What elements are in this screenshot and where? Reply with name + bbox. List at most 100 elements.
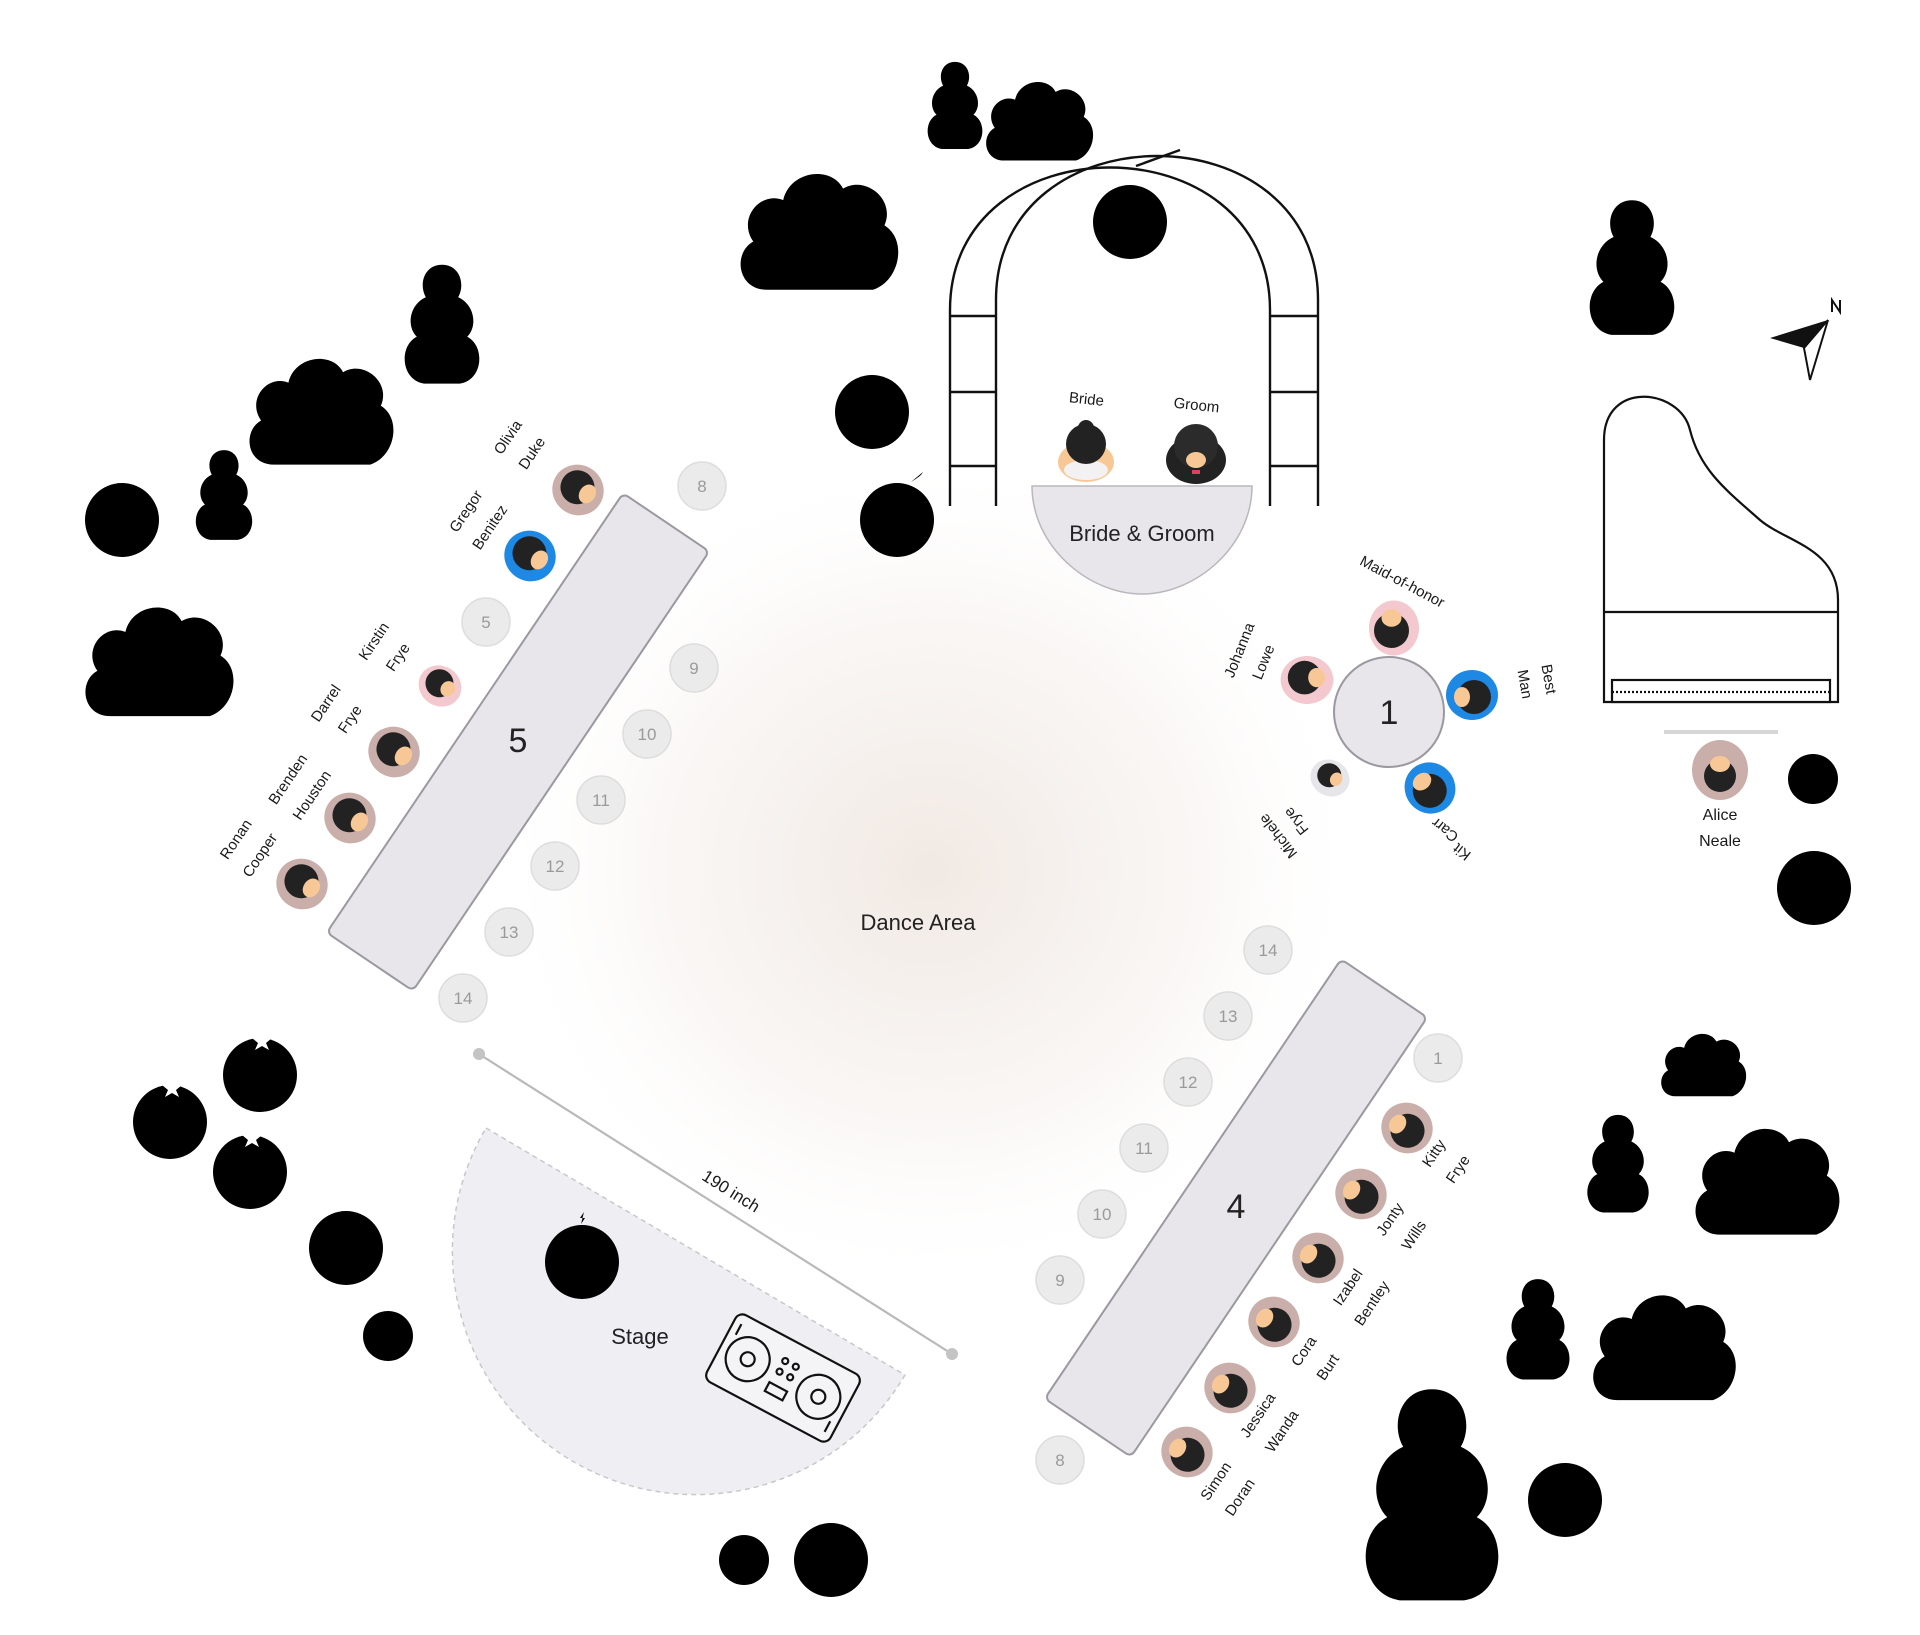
guest-name: Doran <box>1222 1476 1259 1519</box>
guest-seat[interactable] <box>1446 670 1498 720</box>
pianist-figure[interactable] <box>1692 740 1748 800</box>
guest-name: Man <box>1514 668 1536 700</box>
tree-icon <box>404 264 480 420</box>
bride-label: Bride <box>1068 389 1105 410</box>
empty-seat[interactable]: 13 <box>484 907 534 957</box>
firework-icon <box>133 1078 207 1159</box>
guest-seat[interactable] <box>314 782 386 854</box>
guest-name: Burt <box>1314 1351 1344 1384</box>
guest-name: Carr <box>1429 814 1462 845</box>
guest-name: Best <box>1537 663 1559 696</box>
svg-text:13: 13 <box>500 923 519 942</box>
table-4-number: 4 <box>1227 1188 1246 1226</box>
empty-seat[interactable]: 12 <box>530 841 580 891</box>
power-plug-icon <box>363 1311 413 1361</box>
guest-name: Frye <box>335 702 366 736</box>
svg-text:1: 1 <box>1433 1049 1442 1068</box>
svg-text:14: 14 <box>454 989 473 1008</box>
tree-icon <box>1589 200 1675 376</box>
svg-text:8: 8 <box>1055 1451 1064 1470</box>
lightbulb-icon <box>1093 185 1167 259</box>
svg-text:11: 11 <box>592 791 610 810</box>
guest-name: Darrel <box>308 682 345 725</box>
pianist-last-name: Neale <box>1699 833 1741 850</box>
guest-seat[interactable] <box>494 520 566 592</box>
svg-text:10: 10 <box>638 725 657 744</box>
speaker-icon <box>309 1211 383 1285</box>
table-4[interactable] <box>1045 959 1428 1457</box>
tree-icon <box>249 358 394 499</box>
empty-seat[interactable]: 11 <box>1119 1123 1169 1173</box>
guest-seat[interactable] <box>358 716 430 788</box>
svg-text:8: 8 <box>697 477 706 496</box>
empty-seat[interactable]: 11 <box>576 775 626 825</box>
guest-seat[interactable] <box>1369 600 1419 656</box>
round-table-1[interactable] <box>1333 656 1445 768</box>
svg-text:12: 12 <box>546 857 565 876</box>
tree-icon <box>85 607 234 751</box>
bride-figure[interactable] <box>1058 420 1114 482</box>
svg-text:5: 5 <box>481 613 490 632</box>
guest-name: Wills <box>1398 1218 1430 1254</box>
groom-figure[interactable] <box>1166 424 1226 484</box>
empty-seat[interactable]: 8 <box>1035 1435 1085 1485</box>
tree-icon <box>1661 1033 1747 1117</box>
guest-seat[interactable] <box>542 454 614 526</box>
tree-icon <box>1593 1295 1736 1434</box>
dance-area-label: Dance Area <box>861 910 977 935</box>
gift-icon[interactable] <box>835 375 909 449</box>
empty-seat[interactable]: 1 <box>1413 1033 1463 1083</box>
svg-text:9: 9 <box>689 659 698 678</box>
empty-seat[interactable]: 9 <box>669 643 719 693</box>
guest-seat[interactable] <box>266 848 338 920</box>
firework-icon <box>213 1128 287 1209</box>
empty-seat[interactable]: 8 <box>677 461 727 511</box>
tree-icon <box>927 61 983 176</box>
lightbulb-icon <box>1528 1463 1602 1537</box>
wedding-arch <box>948 148 1320 506</box>
empty-seat[interactable]: 12 <box>1163 1057 1213 1107</box>
speaker-icon <box>794 1523 868 1597</box>
empty-seat[interactable]: 10 <box>622 709 672 759</box>
empty-seat[interactable]: 14 <box>1243 925 1293 975</box>
guest-seat[interactable] <box>1280 656 1334 704</box>
empty-seat[interactable]: 5 <box>461 597 511 647</box>
tree-icon <box>740 174 899 327</box>
tree-icon <box>1587 1114 1649 1243</box>
empty-seat[interactable]: 9 <box>1035 1255 1085 1305</box>
svg-text:11: 11 <box>1135 1139 1153 1158</box>
bride-groom-table[interactable] <box>1031 485 1253 595</box>
bride-groom-table-label: Bride & Groom <box>1069 521 1215 546</box>
measurement-line <box>473 1048 958 1360</box>
speaker-icon <box>1777 851 1851 925</box>
power-plug-icon <box>719 1535 769 1585</box>
dj-console-icon[interactable] <box>703 1312 862 1445</box>
guest-seat[interactable] <box>410 657 470 715</box>
tree-icon <box>1365 1389 1499 1635</box>
tree-icon <box>1695 1128 1840 1269</box>
groom-label: Groom <box>1173 395 1220 417</box>
svg-text:14: 14 <box>1259 941 1278 960</box>
empty-seat[interactable]: 13 <box>1203 991 1253 1041</box>
tree-icon <box>1506 1279 1570 1410</box>
firework-icon <box>223 1031 297 1112</box>
lightbulb-icon <box>85 483 159 557</box>
guest-name: Olivia <box>491 417 526 458</box>
pianist-first-name: Alice <box>1703 807 1738 824</box>
stage-label: Stage <box>611 1324 669 1349</box>
tree-icon <box>195 450 253 568</box>
svg-text:13: 13 <box>1219 1007 1238 1026</box>
piano-icon[interactable] <box>1602 395 1840 734</box>
table-5-number: 5 <box>509 722 528 760</box>
table-5[interactable] <box>327 493 710 991</box>
empty-seat[interactable]: 14 <box>438 973 488 1023</box>
compass-icon <box>1770 296 1841 381</box>
empty-seat[interactable]: 10 <box>1077 1189 1127 1239</box>
svg-text:12: 12 <box>1179 1073 1198 1092</box>
svg-text:10: 10 <box>1093 1205 1112 1224</box>
power-plug-icon <box>1788 754 1838 804</box>
guest-name: Frye <box>1443 1152 1474 1186</box>
round-table-1-number: 1 <box>1380 694 1399 732</box>
svg-text:9: 9 <box>1055 1271 1064 1290</box>
